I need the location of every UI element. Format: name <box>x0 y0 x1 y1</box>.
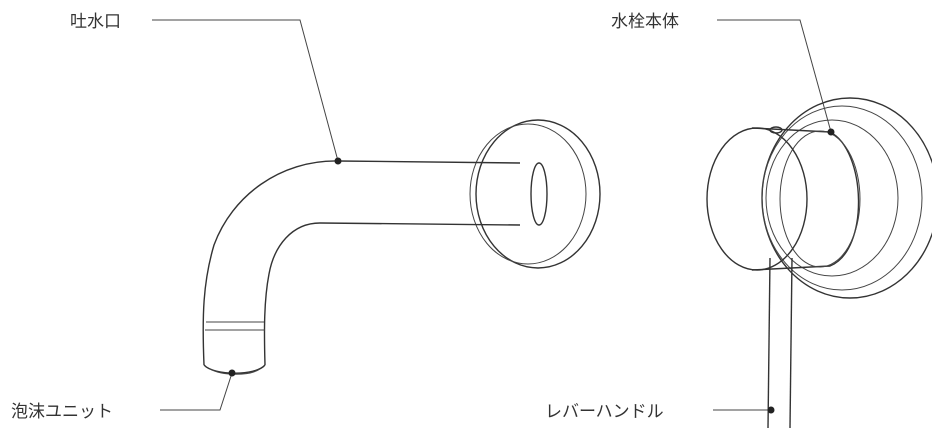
valve-body <box>706 126 861 271</box>
leader-lines <box>152 19 835 414</box>
lever-handle-label: レバーハンドル <box>545 402 664 422</box>
valve-wall-flange <box>761 97 932 299</box>
aerator-leader-dot <box>228 369 236 377</box>
lever-handle <box>767 257 793 429</box>
faucet-body-leader-dot <box>827 128 835 136</box>
aerator-leader-line <box>160 372 233 411</box>
faucet-body-label: 水栓本体 <box>611 12 679 32</box>
faucet-body-leader-line <box>717 19 832 133</box>
spout-leader-dot <box>334 157 342 165</box>
aerator-label: 泡沫ユニット <box>11 402 113 422</box>
aerator-unit <box>203 321 266 375</box>
lever-handle-leader-dot <box>767 406 775 414</box>
spout-wall-flange <box>469 119 601 269</box>
spout-label: 吐水口 <box>70 12 121 32</box>
spout <box>202 160 548 366</box>
spout-leader-line <box>152 19 339 162</box>
